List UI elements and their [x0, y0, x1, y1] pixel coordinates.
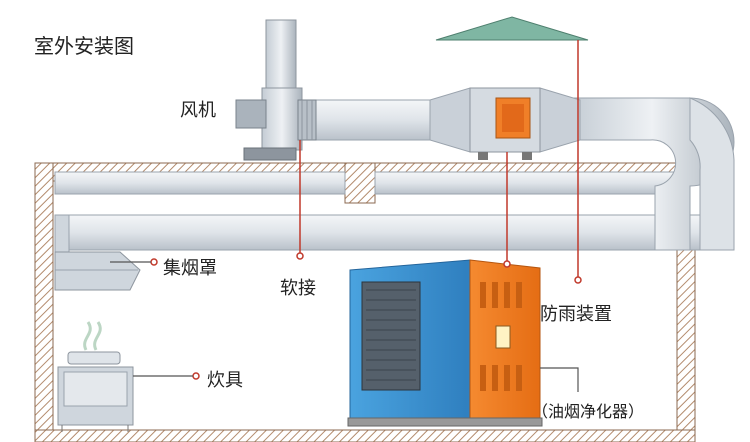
fan-unit: [235, 19, 317, 161]
diagram-title: 室外安装图: [34, 34, 134, 58]
exhaust-hood: [54, 251, 141, 291]
oil-fume-purifier: [347, 259, 543, 427]
beam: [344, 162, 376, 204]
soft-joint-label: 软接: [280, 278, 316, 299]
rain-device-box: [469, 87, 541, 160]
leader-lines: [299, 40, 579, 278]
rain-cover-label: 防雨装置: [540, 304, 612, 325]
fan-label: 风机: [180, 100, 216, 121]
floor: [34, 429, 696, 442]
leader-dots: [150, 252, 582, 380]
stove-unit: [57, 321, 134, 432]
purifier-label: （油烟净化器）: [532, 402, 645, 421]
stove-label: 炊具: [207, 370, 243, 391]
right-wall: [676, 244, 696, 439]
left-wall: [34, 162, 54, 439]
indoor-duct: [54, 171, 701, 256]
hood-label: 集烟罩: [163, 258, 217, 279]
rain-cover-cap: [435, 16, 589, 41]
